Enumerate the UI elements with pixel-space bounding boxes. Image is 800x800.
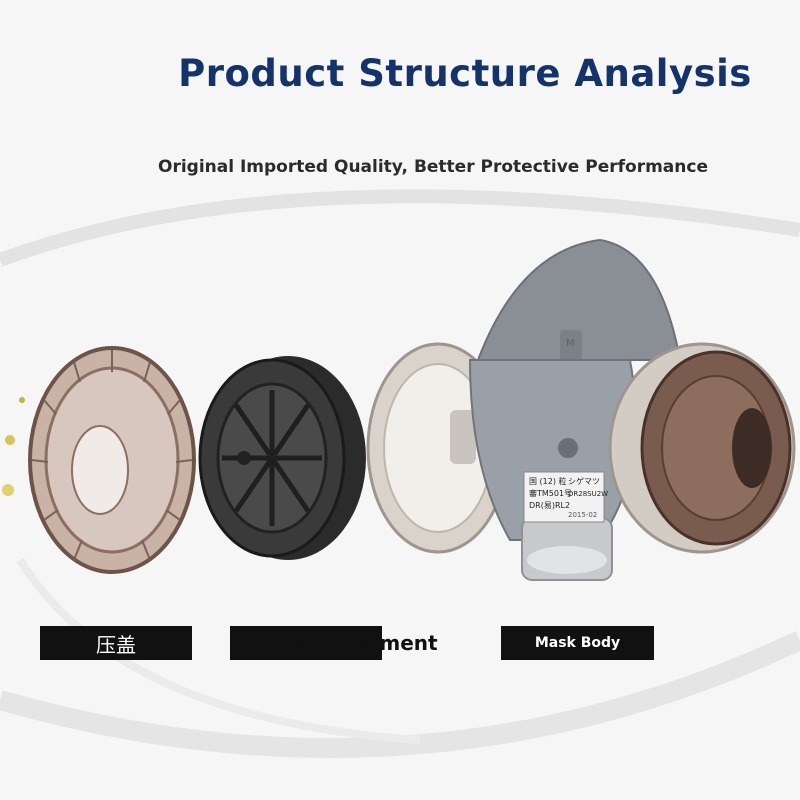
mask-marking-brand: シゲマツ: [568, 476, 600, 486]
mask-body-label: Mask Body: [501, 626, 654, 660]
filter-element-label-text: Filter Element: [278, 631, 438, 655]
cover-cap-image: [28, 346, 196, 574]
mask-body-image: [366, 238, 796, 581]
mask-marking-line2: 審TM501号: [529, 488, 572, 498]
mask-marking-model: DR28SU2W: [568, 490, 608, 498]
filter-element-label: Filter Element: [230, 626, 438, 660]
mask-marking-line3: DR(易)RL2: [529, 501, 570, 510]
page-title: Product Structure Analysis: [178, 52, 752, 95]
filter-element-image: [198, 356, 366, 560]
mask-size-mark: M: [566, 338, 575, 349]
page-subtitle: Original Imported Quality, Better Protec…: [158, 157, 708, 177]
mask-marking-date: 2015-02: [568, 511, 597, 519]
cover-label: 压盖: [40, 626, 192, 660]
mask-marking-line1: 国 (12) 粒: [529, 476, 567, 486]
